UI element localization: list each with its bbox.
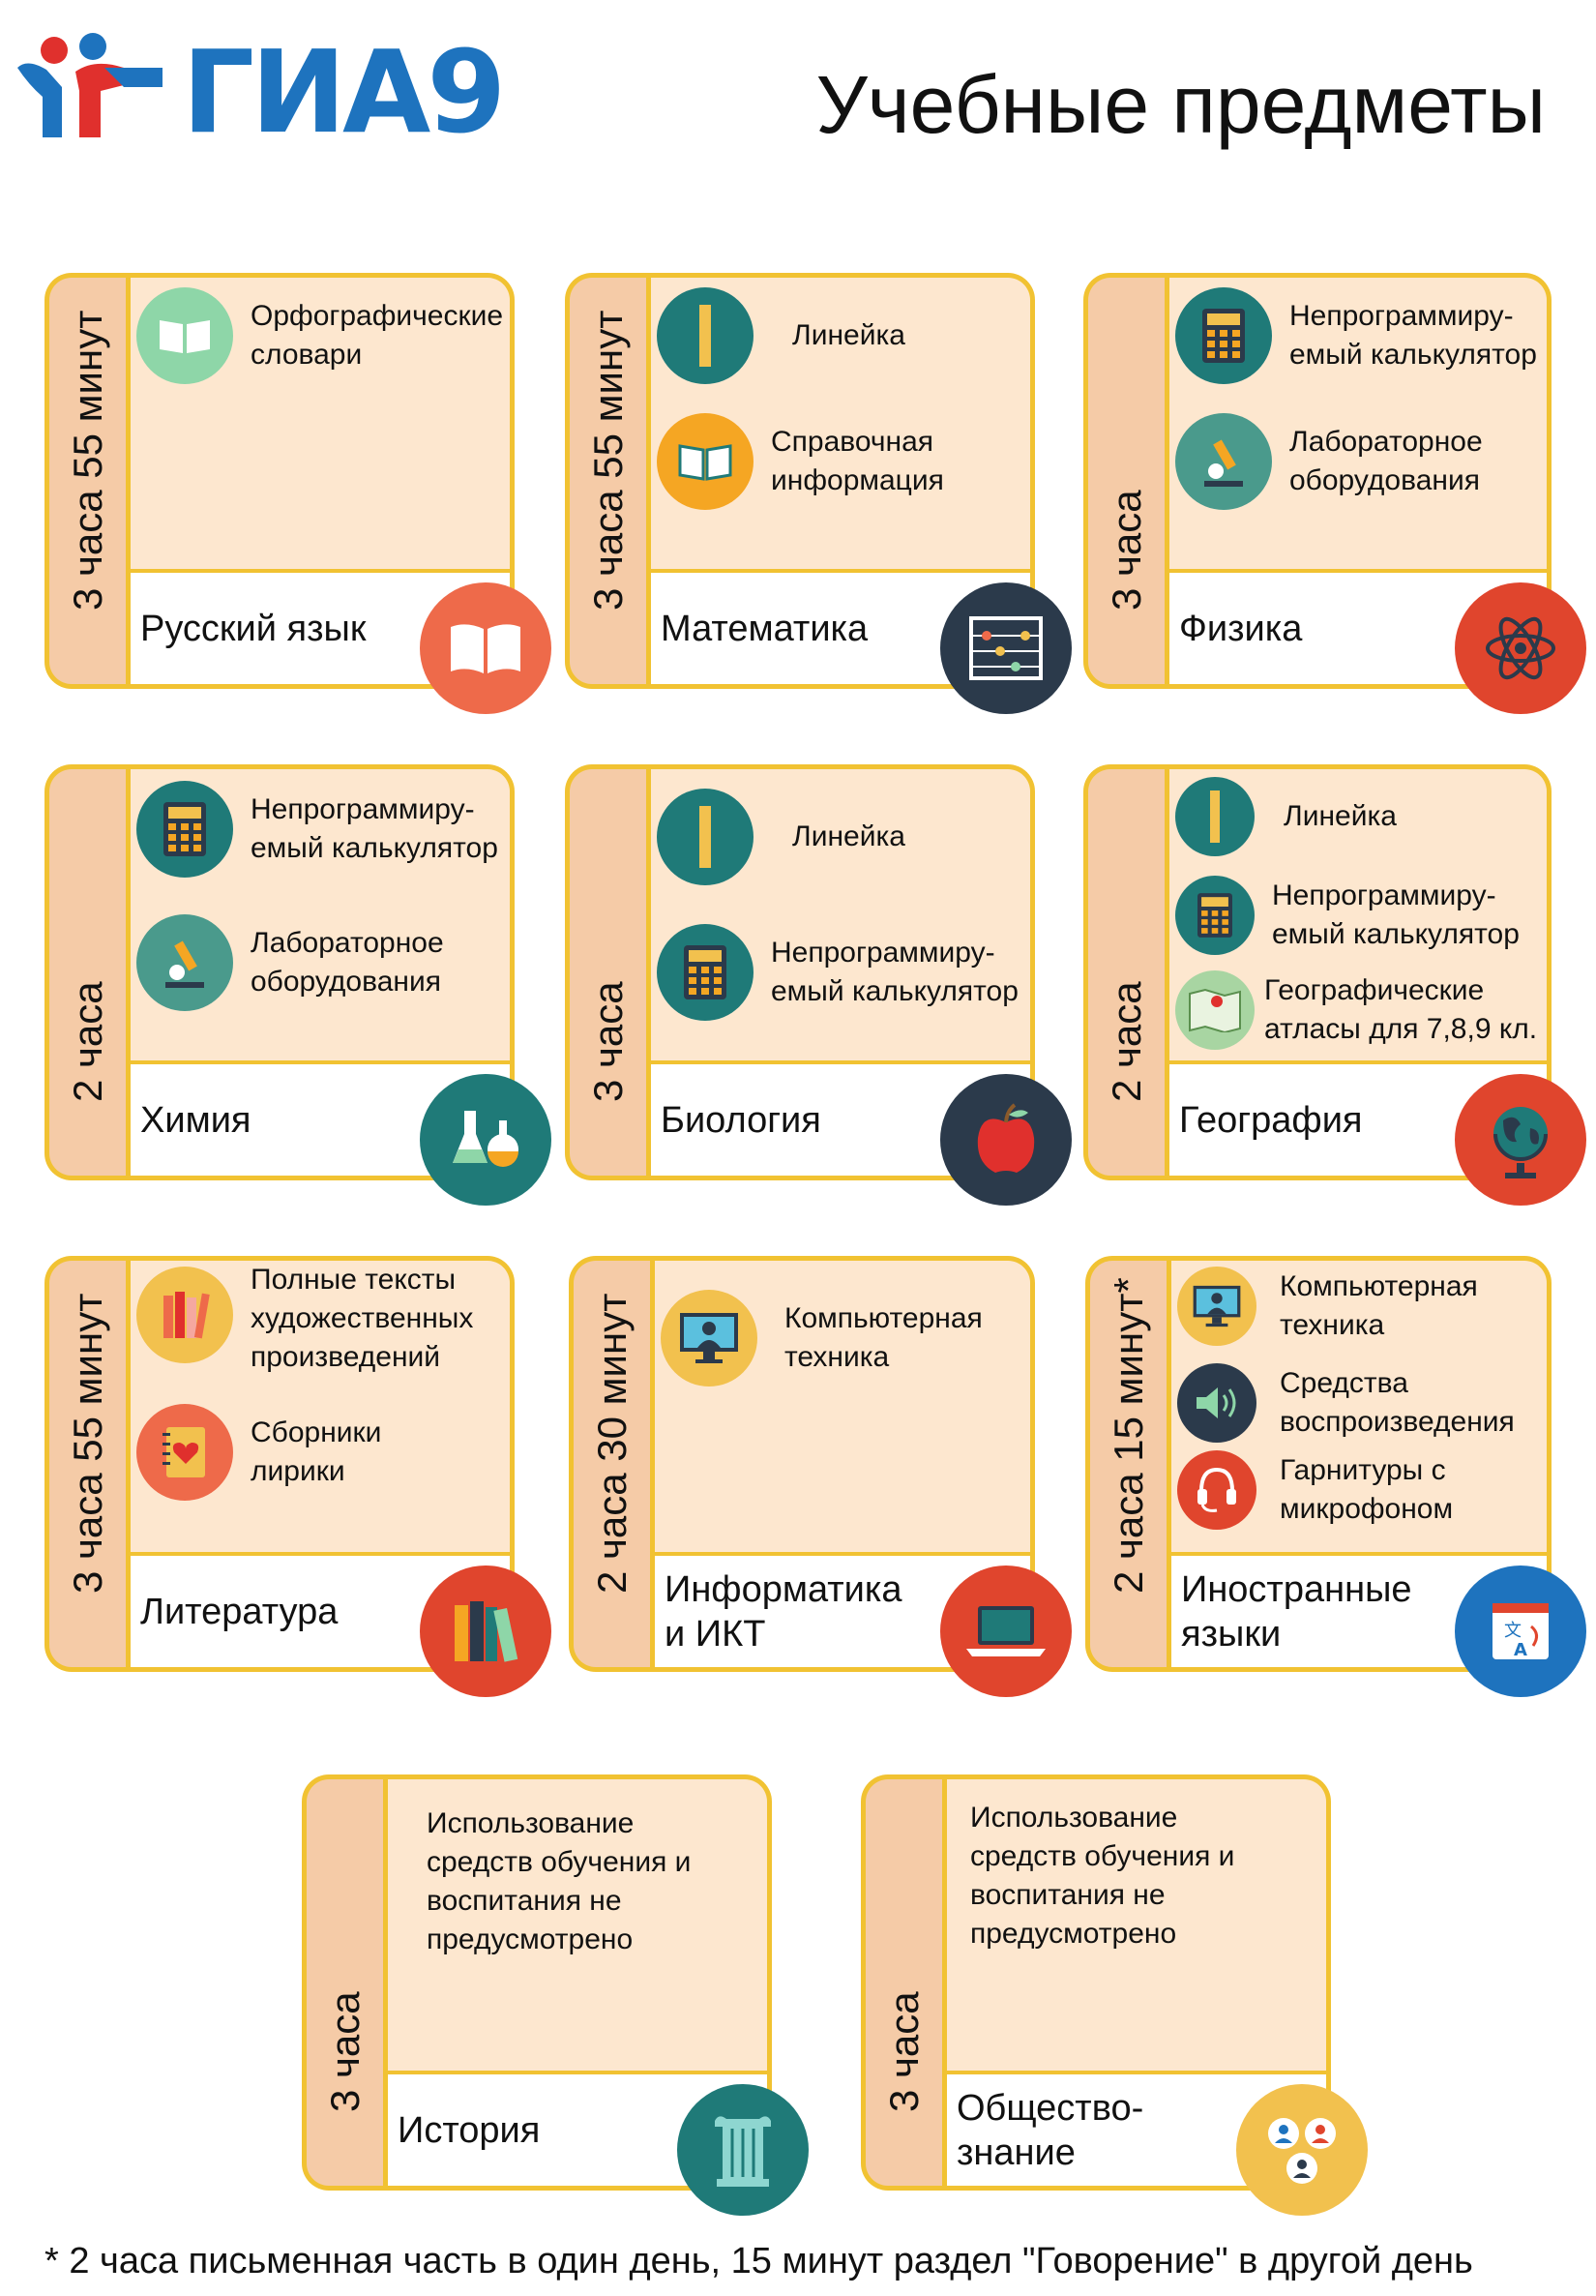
- svg-text:文: 文: [1504, 1621, 1522, 1641]
- column-icon: [677, 2084, 809, 2216]
- headset-icon: [1177, 1450, 1256, 1530]
- duration-label: 2 часа 30 минут: [588, 1293, 635, 1594]
- equipment-item: Полные тексты художественных произведени…: [136, 1264, 473, 1377]
- ruler-icon: [1175, 777, 1255, 856]
- equipment-item: Географические атласы для 7,8,9 кл.: [1175, 970, 1537, 1050]
- subject-card-social-studies: 3 часа Использование средств обучения и …: [861, 1774, 1368, 2216]
- microscope-icon: [136, 914, 233, 1011]
- subject-card-chemistry: 2 часа Непрограммиру- емый калькулятор Л…: [44, 764, 551, 1206]
- page-title: Учебные предметы: [815, 59, 1546, 150]
- equipment-item: Линейка: [1175, 777, 1397, 856]
- calculator-icon: [1175, 287, 1272, 384]
- equipment-item: Сборники лирики: [136, 1404, 381, 1501]
- atom-icon: [1455, 582, 1586, 714]
- duration-label: 2 часа: [64, 981, 110, 1102]
- gia9-logo: ГИА9: [8, 29, 511, 155]
- reference-book-icon: [657, 413, 754, 510]
- equipment-item: Линейка: [657, 287, 905, 384]
- computer-icon: [1177, 1267, 1256, 1346]
- subject-name: География: [1179, 1099, 1363, 1141]
- subject-card-informatics: 2 часа 30 минут Компьютерная техника Инф…: [569, 1256, 1072, 1697]
- subject-card-foreign-languages: 2 часа 15 минут* Компьютерная техника Ср…: [1085, 1256, 1586, 1697]
- equipment-item: Справочная информация: [657, 413, 944, 510]
- books-stack-icon: [420, 1565, 551, 1697]
- apple-icon: [940, 1074, 1072, 1206]
- ruler-icon: [657, 287, 754, 384]
- equipment-item: Компьютерная техника: [1177, 1267, 1478, 1346]
- duration-label: 3 часа: [321, 1991, 368, 2112]
- subject-card-history: 3 часа Использование средств обучения и …: [302, 1774, 809, 2216]
- subject-card-russian: 3 часа 55 минут Орфографические словари …: [44, 273, 551, 714]
- calculator-icon: [136, 781, 233, 878]
- subject-name: Химия: [140, 1099, 251, 1141]
- subject-name: Литература: [140, 1591, 339, 1632]
- equipment-item: Непрограммиру- емый калькулятор: [657, 924, 1019, 1021]
- equipment-item: Лабораторное оборудования: [1175, 413, 1483, 510]
- equipment-item: Средства воспроизведения: [1177, 1363, 1515, 1443]
- no-equipment-note: Использование средств обучения и воспита…: [970, 1802, 1235, 1950]
- subject-name: Русский язык: [140, 608, 367, 649]
- subject-card-physics: 3 часа Непрограммиру- емый калькулятор Л…: [1083, 273, 1586, 714]
- subject-card-literature: 3 часа 55 минут Полные тексты художестве…: [44, 1256, 551, 1697]
- subject-name: Иностранные языки: [1181, 1568, 1412, 1655]
- logo-text: ГИА9: [182, 25, 506, 159]
- svg-text:A: A: [1514, 1640, 1527, 1660]
- subject-name: Физика: [1179, 608, 1303, 649]
- subject-name: Информатика и ИКТ: [665, 1568, 902, 1655]
- laptop-icon: [940, 1565, 1072, 1697]
- microscope-icon: [1175, 413, 1272, 510]
- subject-card-math: 3 часа 55 минут Линейка Справочная инфор…: [565, 273, 1072, 714]
- speaker-icon: [1177, 1363, 1256, 1443]
- globe-icon: [1455, 1074, 1586, 1206]
- subject-name: Биология: [661, 1099, 821, 1141]
- subject-name: Математика: [661, 608, 869, 649]
- gia-emblem-icon: [17, 33, 163, 137]
- footnote: * 2 часа письменная часть в один день, 1…: [44, 2241, 1473, 2281]
- flask-icon: [420, 1074, 551, 1206]
- subject-name: История: [398, 2109, 541, 2151]
- duration-label: 3 часа 55 минут: [64, 310, 110, 611]
- no-equipment-note: Использование средств обучения и воспита…: [427, 1807, 692, 1955]
- equipment-item: Непрограммиру- емый калькулятор: [1175, 287, 1537, 384]
- equipment-item: Лабораторное оборудования: [136, 914, 444, 1011]
- duration-label: 3 часа 55 минут: [64, 1293, 110, 1594]
- duration-label: 3 часа: [584, 981, 631, 1102]
- subject-name: Общество- знание: [957, 2087, 1144, 2173]
- map-icon: [1175, 970, 1255, 1050]
- duration-label: 3 часа 55 минут: [584, 310, 631, 611]
- equipment-item: Гарнитуры с микрофоном: [1177, 1450, 1453, 1530]
- book-icon: [420, 582, 551, 714]
- equipment-item: Непрограммиру- емый калькулятор: [136, 781, 498, 878]
- abacus-icon: [940, 582, 1072, 714]
- dictionary-icon: [136, 287, 233, 384]
- books-icon: [136, 1267, 233, 1363]
- duration-label: 2 часа: [1103, 981, 1149, 1102]
- duration-label: 2 часа 15 минут*: [1105, 1277, 1151, 1594]
- people-icon: [1236, 2084, 1368, 2216]
- calculator-icon: [657, 924, 754, 1021]
- subject-card-biology: 3 часа Линейка Непрограммиру- емый кальк…: [565, 764, 1072, 1206]
- duration-label: 3 часа: [1103, 490, 1149, 611]
- equipment-item: Линейка: [657, 789, 905, 885]
- equipment-item: Компьютерная техника: [661, 1290, 983, 1387]
- duration-label: 3 часа: [880, 1991, 927, 2112]
- subject-card-geography: 2 часа Линейка Непрограммиру- емый кальк…: [1083, 764, 1586, 1206]
- equipment-item: Непрограммиру- емый калькулятор: [1175, 876, 1520, 955]
- notebook-heart-icon: [136, 1404, 233, 1501]
- equipment-item: Орфографические словари: [136, 287, 503, 384]
- ruler-icon: [657, 789, 754, 885]
- computer-icon: [661, 1290, 757, 1387]
- calculator-icon: [1175, 876, 1255, 955]
